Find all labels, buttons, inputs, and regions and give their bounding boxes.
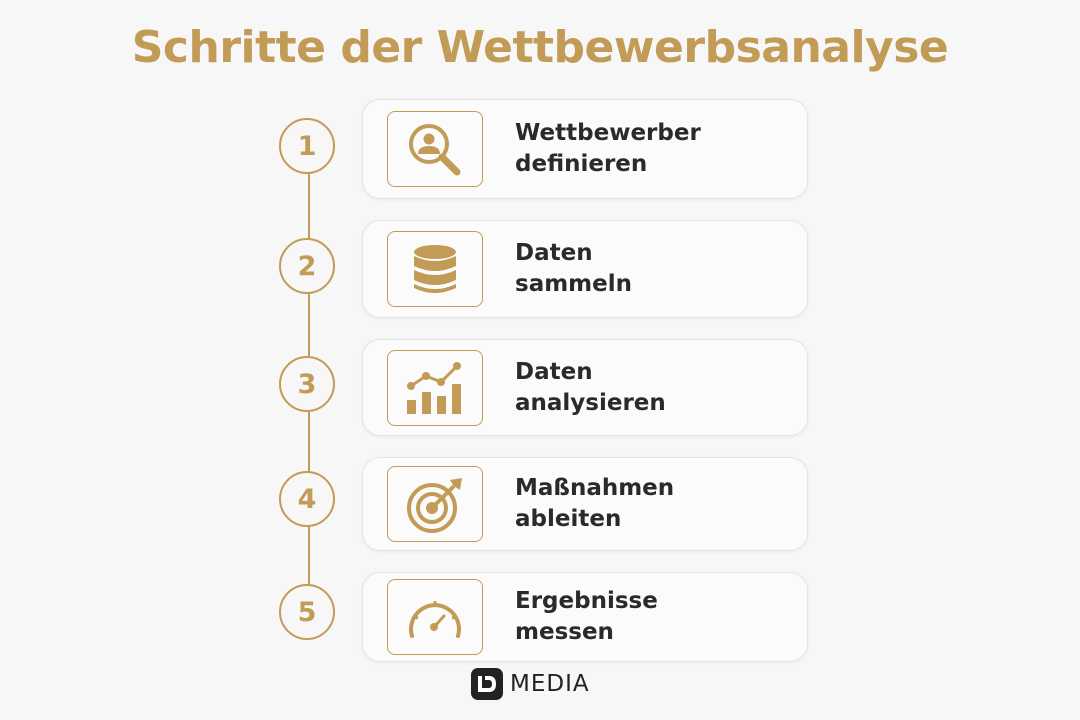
step-label-1-line1: Wettbewerber — [515, 120, 701, 146]
step-number-3: 3 — [279, 356, 335, 412]
target-icon — [387, 466, 483, 542]
step-number-2: 2 — [279, 238, 335, 294]
step-label-2-line1: Daten — [515, 240, 593, 266]
logo-mark-icon — [471, 668, 503, 700]
step-card-1: Wettbewerber definieren — [362, 99, 808, 199]
step-label-3-line2: analysieren — [515, 389, 666, 416]
step-number-5: 5 — [279, 584, 335, 640]
step-label-2: Daten sammeln — [515, 238, 775, 300]
step-number-1: 1 — [279, 118, 335, 174]
step-card-2: Daten sammeln — [362, 220, 808, 318]
step-label-3-line1: Daten — [515, 358, 593, 385]
search-person-icon — [387, 111, 483, 187]
page-title: Schritte der Wettbewerbsanalyse — [131, 22, 949, 73]
step-label-5-line1: Ergebnisse — [515, 588, 658, 614]
step-card-3: Daten analysieren — [362, 339, 808, 436]
step-card-4: Maßnahmen ableiten — [362, 457, 808, 551]
step-number-4: 4 — [279, 471, 335, 527]
database-icon — [387, 231, 483, 307]
step-card-5: Ergebnisse messen — [362, 572, 808, 662]
step-label-5: Ergebnisse messen — [515, 586, 775, 648]
step-label-4-line2: ableiten — [515, 506, 622, 532]
step-label-1: Wettbewerber definieren — [515, 118, 775, 180]
step-label-4-line1: Maßnahmen — [515, 475, 675, 501]
step-label-3: Daten analysieren — [515, 357, 775, 419]
gauge-icon — [387, 579, 483, 655]
step-label-5-line2: messen — [515, 619, 614, 645]
logo-text: MEDIA — [510, 671, 590, 697]
chart-icon — [387, 349, 483, 426]
step-label-2-line2: sammeln — [515, 271, 632, 297]
step-label-1-line2: definieren — [515, 151, 648, 177]
brand-logo: MEDIA — [471, 668, 590, 700]
step-label-4: Maßnahmen ableiten — [515, 473, 775, 535]
